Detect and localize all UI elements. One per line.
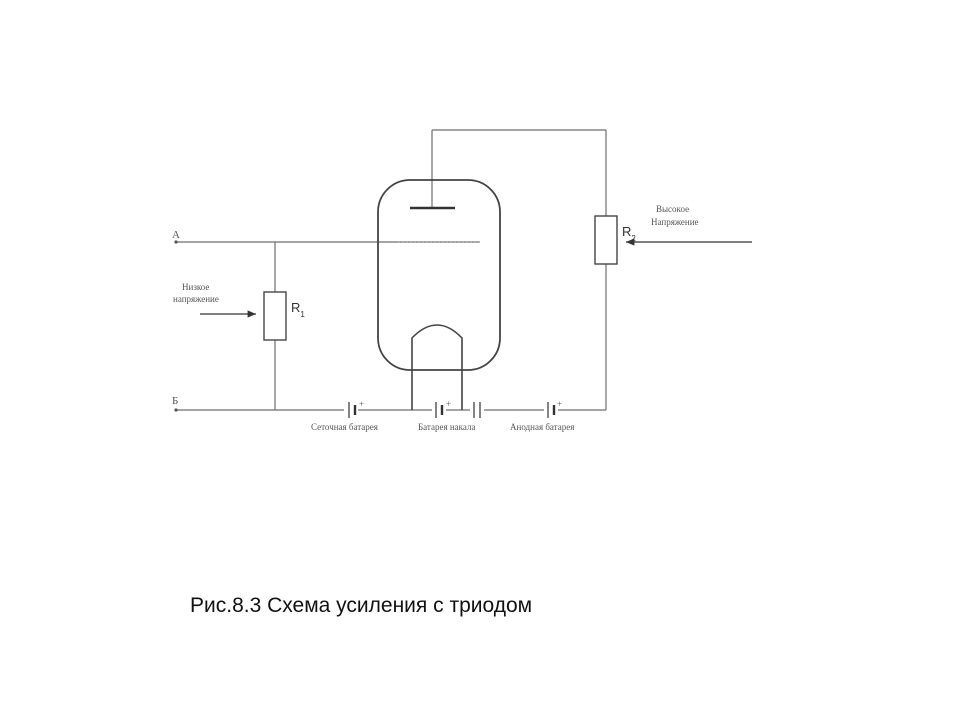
high-voltage-label-line2: Напряжение — [651, 217, 699, 227]
resistor-r2 — [594, 215, 618, 265]
grid-battery-label: Сеточная батарея — [311, 422, 378, 432]
filament-battery-plus: + — [446, 399, 451, 409]
resistor-r1-label: R1 — [291, 300, 305, 319]
node-a-label: А — [172, 229, 180, 241]
cathode-filament — [411, 324, 463, 410]
triode-amplifier-circuit: R1 R2 А Б Низкое напряжение Высокое Напр… — [172, 129, 752, 432]
low-voltage-label-line1: Низкое — [182, 282, 209, 292]
filament-battery-label: Батарея накала — [418, 422, 475, 432]
resistor-r2-label: R2 — [622, 224, 636, 243]
low-voltage-label-line2: напряжение — [173, 294, 219, 304]
high-voltage-label-line1: Высокое — [656, 204, 689, 214]
anode-battery-label: Анодная батарея — [510, 422, 574, 432]
anode-battery-plus: + — [557, 399, 562, 409]
node-b-label: Б — [172, 395, 178, 407]
node-a-dot — [174, 240, 178, 244]
node-b-dot — [174, 408, 178, 412]
grid-battery-plus: + — [359, 399, 364, 409]
triode-tube — [377, 179, 501, 371]
resistor-r1 — [263, 291, 287, 341]
figure-caption: Рис.8.3 Схема усиления с триодом — [190, 594, 533, 617]
